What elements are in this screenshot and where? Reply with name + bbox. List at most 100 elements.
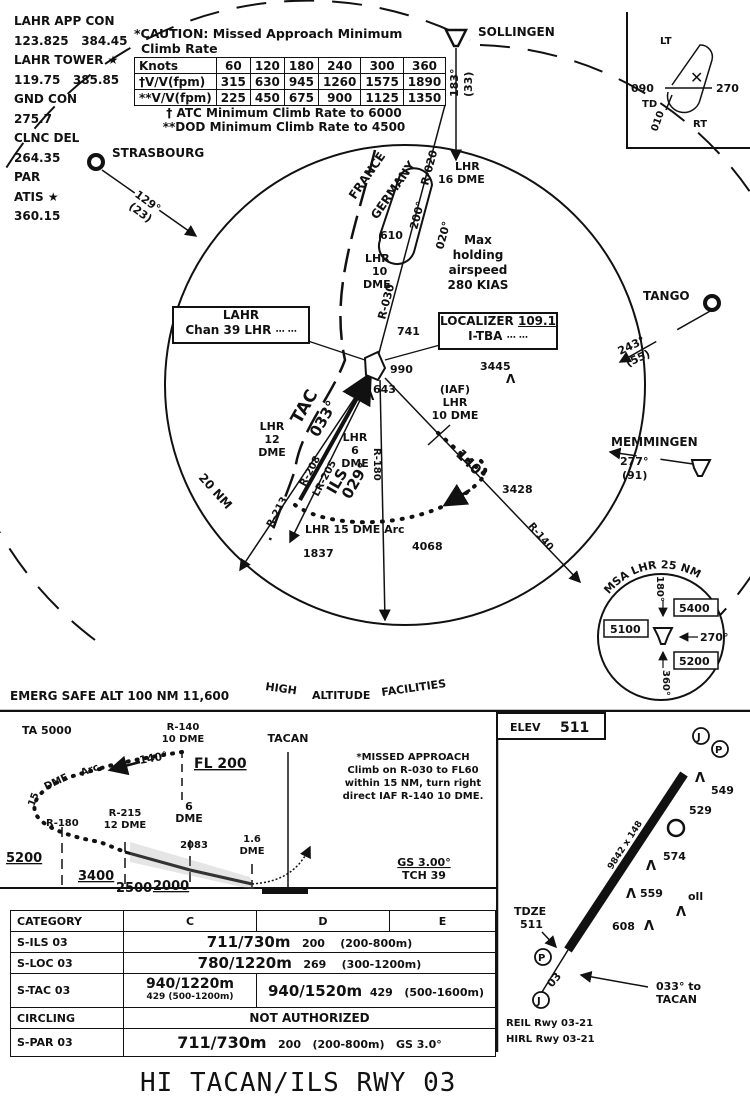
memmingen-course <box>608 447 701 466</box>
inset-holding-path <box>666 44 714 114</box>
obst-990: 990 <box>390 363 413 376</box>
cell: S-ILS 03 <box>10 931 124 953</box>
inset-fix-mark: ✕ <box>690 68 703 87</box>
profile-dme: DME <box>43 772 71 793</box>
r180-label: R-180 <box>371 448 382 481</box>
table-row: S-PAR 03 711/730m 200 (200-800m) GS 3.0° <box>10 1028 496 1057</box>
obst-1837: 1837 <box>303 547 334 560</box>
memmingen-course-label: 277° <box>620 455 648 468</box>
table-row: Knots 60 120 180 240 300 360 <box>134 57 447 74</box>
lahr-box-leader <box>304 339 366 361</box>
obst-741: 741 <box>397 325 420 338</box>
localizer-ident: I-TBA <box>468 329 503 343</box>
profile-tacan: TACAN <box>268 732 309 745</box>
holding-note-3: airspeed <box>449 263 508 277</box>
profile-15: 15 <box>26 791 41 808</box>
msa-sector-1: 5400 <box>679 602 710 615</box>
iaf-tick <box>427 424 451 446</box>
obst-3428: 3428 <box>502 483 533 496</box>
cell: 780/1220m 269 (300-1200m) <box>123 952 496 974</box>
chart-title: HI TACAN/ILS RWY 03 <box>140 1068 457 1098</box>
morse-code-icon: ⋯ ⋯ <box>275 327 297 337</box>
freq-value: 119.75 385.85 <box>14 72 120 87</box>
ta-label: TA 5000 <box>22 724 72 737</box>
profile-6-dme: DME <box>175 812 203 825</box>
cell: NOT AUTHORIZED <box>123 1007 496 1029</box>
r140-label: R-140 <box>526 521 555 553</box>
lhr10-label-1: LHR <box>365 252 390 265</box>
missed-approach-3: within 15 NM, turn right <box>345 778 482 789</box>
elev-box <box>496 712 606 740</box>
freq-label: LAHR APP CON <box>14 14 115 28</box>
morse-code-icon: ⋯ ⋯ <box>506 333 528 343</box>
profile-5200: 5200 <box>6 851 42 866</box>
tacan-name: LAHR <box>222 308 260 322</box>
sollingen-label: SOLLINGEN <box>478 25 555 39</box>
tango-course <box>618 309 713 363</box>
caution-heading-1: *CAUTION: Missed Approach Minimum <box>134 26 403 41</box>
airport-symbol <box>363 350 387 382</box>
caution-note-1: † ATC Minimum Climb Rate to 6000 <box>166 106 402 120</box>
cell: S-LOC 03 <box>10 952 124 974</box>
caution-block: *CAUTION: Missed Approach Minimum Climb … <box>134 26 447 134</box>
lhr12-label-2: 12 <box>264 433 279 446</box>
cell: D <box>256 910 390 932</box>
cell: †V/V(fpm) <box>134 73 217 90</box>
missed-approach-path <box>251 845 311 885</box>
tch-label: TCH 39 <box>402 869 446 882</box>
inset-010-line <box>665 94 673 111</box>
profile-r140: R-140 <box>167 722 200 733</box>
cell: 180 <box>283 57 319 74</box>
cell: 1575 <box>360 73 404 90</box>
tdze-value: 511 <box>520 918 543 931</box>
tdze-label: TDZE <box>514 905 546 918</box>
profile-r215: R-215 <box>109 808 142 819</box>
parking-icon <box>711 740 729 758</box>
profile-140: 140° <box>138 749 168 767</box>
cell: 711/730m 200 (200-800m) <box>123 931 496 953</box>
arresting-gear-icon <box>692 727 710 745</box>
cell: 711/730m 200 (200-800m) GS 3.0° <box>123 1028 496 1057</box>
gs-label: GS 3.00° <box>397 856 450 869</box>
freq-label: PAR <box>14 170 41 184</box>
dme16-label: 16 DME <box>438 173 485 186</box>
tacan-icon <box>666 818 686 838</box>
r180-line <box>378 379 391 622</box>
obstacle-icon: Λ <box>626 887 636 902</box>
freq-value: 123.825 384.45 <box>14 33 128 48</box>
cell: 900 <box>317 89 362 106</box>
final-approach-course <box>298 371 372 501</box>
obst-643: 643 <box>373 383 396 396</box>
table-row: S-ILS 03 711/730m 200 (200-800m) <box>10 931 496 953</box>
cell: E <box>389 910 496 932</box>
airport-diagram: ELEV 511 9842 x 148 J P Λ 549 529 574 Λ … <box>496 712 734 1052</box>
msa-180: 180° <box>654 576 665 602</box>
ring-20nm-label: 20 NM <box>196 471 235 512</box>
freq-value: 275.7 <box>14 111 52 126</box>
cell: CIRCLING <box>10 1007 124 1029</box>
svg-text:P: P <box>538 953 545 964</box>
parking-icon <box>534 948 552 966</box>
holding-pattern <box>377 167 434 265</box>
profile-2500: 2500 <box>116 881 152 896</box>
freq-label: CLNC DEL <box>14 131 80 145</box>
plan-view: ✕ LT RT TD 090 270 010 SOLLINGEN 183° (3… <box>0 0 750 712</box>
dme-arc-label: LHR 15 DME Arc <box>305 523 405 536</box>
svg-text:J: J <box>536 996 541 1007</box>
profile-2000: 2000 <box>153 879 189 894</box>
alt-610-label: 610 <box>380 229 403 242</box>
arc-arrow <box>442 483 471 507</box>
lhr6-label-1: LHR <box>343 431 368 444</box>
cell: 315 <box>215 73 251 90</box>
fl200-label: FL 200 <box>194 756 247 772</box>
profile-1-6-dme: DME <box>239 846 264 857</box>
cell: S-TAC 03 <box>10 973 124 1008</box>
lhr10-label-2: 10 <box>372 265 388 278</box>
profile-r215-dme: 12 DME <box>104 820 147 831</box>
sollingen-course-label: 183° <box>448 69 461 97</box>
inset-010: 010 <box>649 110 666 133</box>
high-alt-1: HIGH <box>265 680 298 697</box>
missed-approach-2: Climb on R-030 to FL60 <box>347 765 478 776</box>
table-row: **V/V(fpm) 225 450 675 900 1125 1350 <box>134 89 447 106</box>
